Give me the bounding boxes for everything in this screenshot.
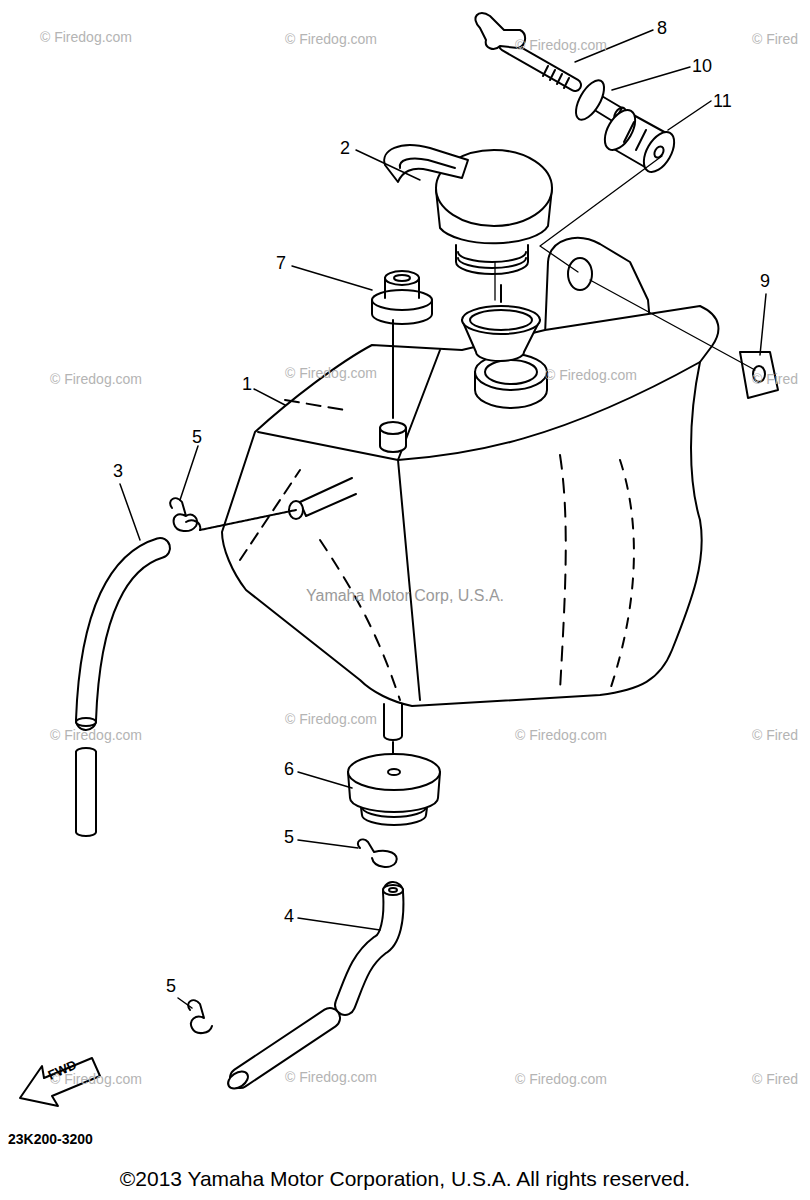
watermark: Yamaha Motor Corp, U.S.A.: [306, 588, 504, 604]
callout-number: 5: [192, 428, 202, 446]
callout-number: 3: [113, 462, 123, 480]
callout-number: 4: [284, 907, 294, 925]
watermark: © Firedog.com: [285, 1070, 377, 1084]
watermark: © Fired: [752, 1072, 798, 1086]
watermark: © Firedog.com: [40, 30, 132, 44]
callout-number: 10: [692, 57, 712, 75]
callout-number: 7: [276, 254, 286, 272]
watermark: © Firedog.com: [50, 372, 142, 386]
watermark: © Firedog.com: [545, 368, 637, 382]
copyright-note: ©2013 Yamaha Motor Corporation, U.S.A. A…: [120, 1168, 690, 1189]
callout-number: 11: [713, 92, 732, 110]
callout-number: 8: [657, 19, 667, 37]
callout-number: 9: [760, 272, 770, 290]
callout-number: 5: [284, 828, 294, 846]
callout-number: 2: [340, 139, 350, 157]
watermark: © Firedog.com: [285, 32, 377, 46]
callout-number: 1: [242, 375, 252, 393]
diagram-code: 23K200-3200: [8, 1132, 93, 1146]
watermark: © Fired: [752, 372, 798, 386]
watermark: © Firedog.com: [515, 728, 607, 742]
callout-number: 5: [166, 977, 176, 995]
watermark: © Fired: [752, 728, 798, 742]
watermark: © Firedog.com: [285, 712, 377, 726]
watermark: © Firedog.com: [285, 366, 377, 380]
watermark: © Firedog.com: [50, 728, 142, 742]
watermark: © Firedog.com: [515, 1072, 607, 1086]
watermark: © Fired: [752, 32, 798, 46]
watermark: © Firedog.com: [515, 38, 607, 52]
callout-number: 6: [284, 760, 294, 778]
